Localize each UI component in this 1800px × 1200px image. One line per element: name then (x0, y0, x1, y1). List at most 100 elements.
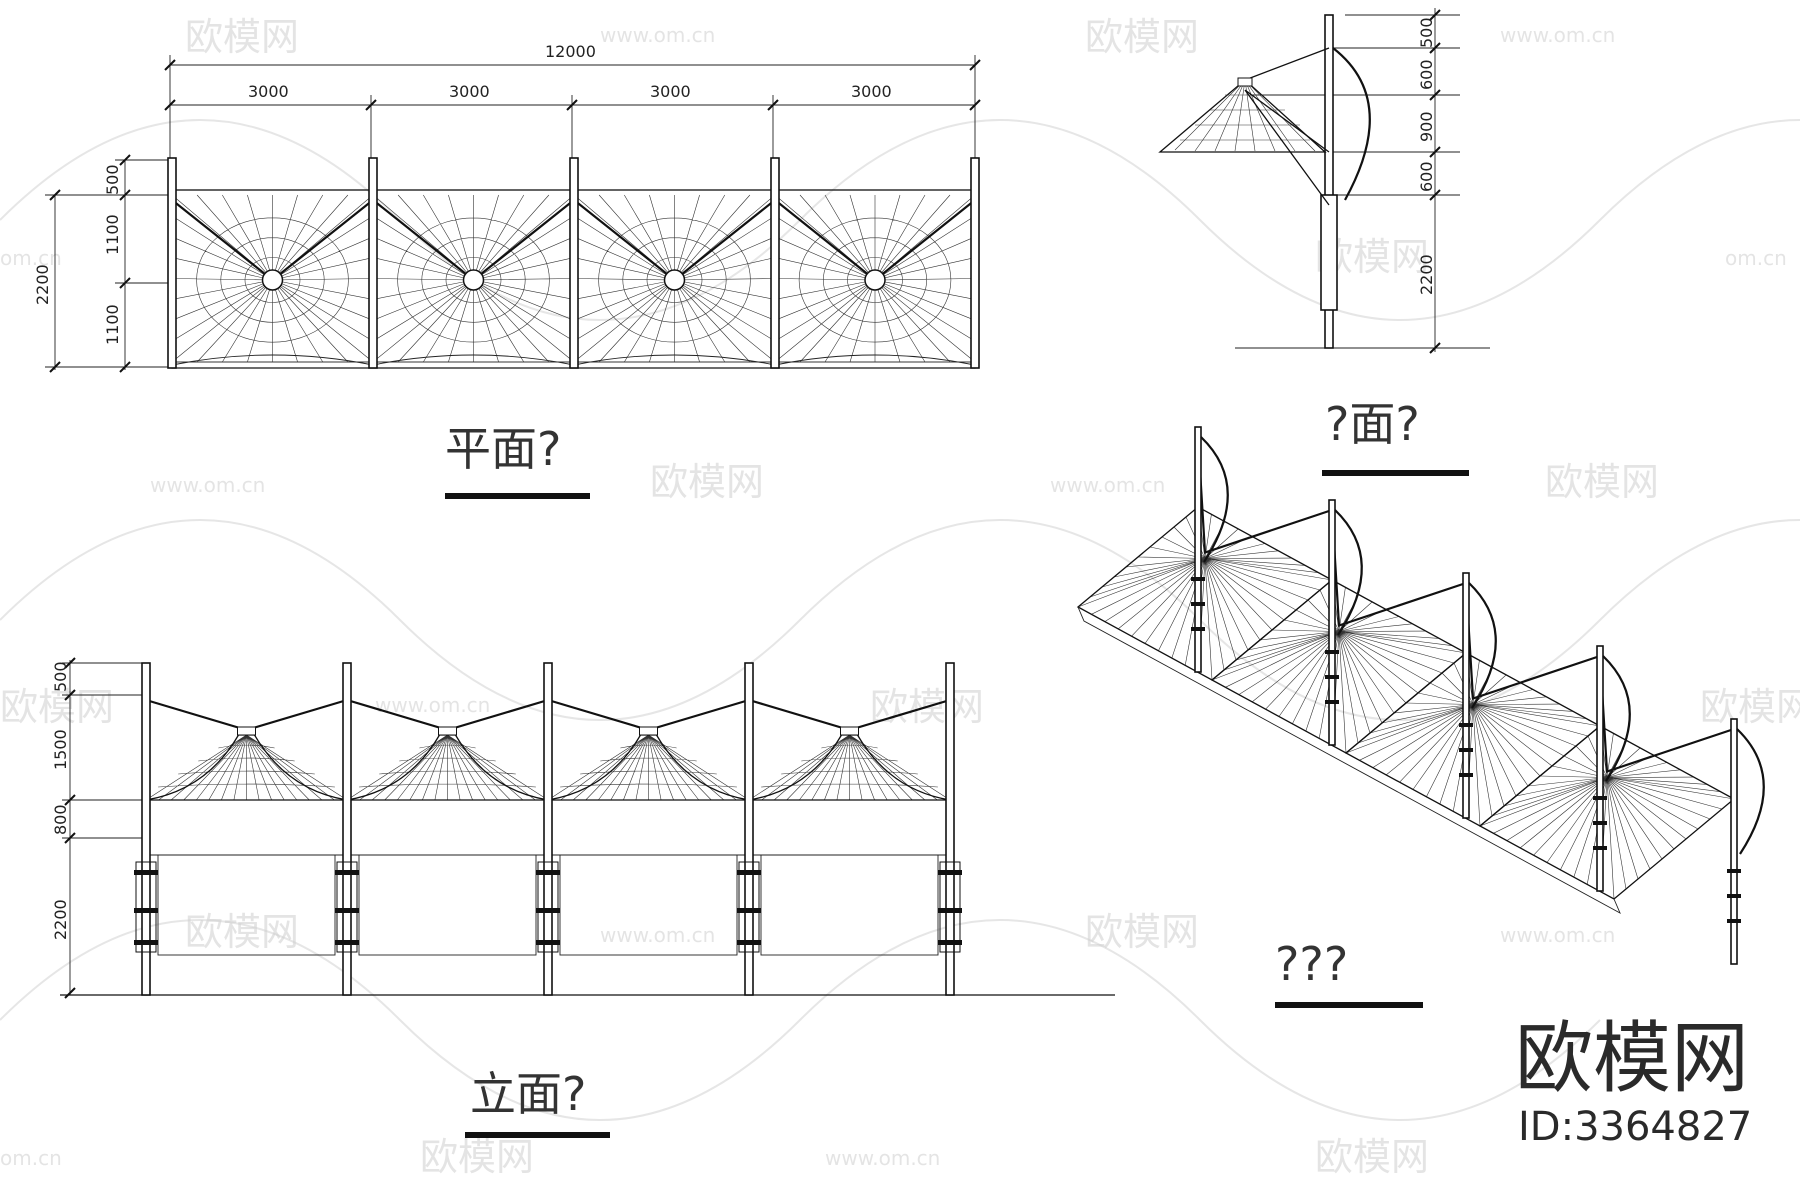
elevation-cap (840, 726, 859, 736)
elevation-clamp (134, 870, 158, 875)
plan-membrane-cap (462, 269, 485, 291)
brand-name: 欧模网 (1515, 1014, 1749, 1104)
watermark-logo: 欧模网 (1085, 910, 1199, 954)
elevation-cap (237, 726, 256, 736)
isometric-view: ??? (1076, 426, 1765, 1008)
plan-post (368, 157, 378, 369)
iso-membrane-mesh (1077, 506, 1333, 681)
watermark-url: om.cn (0, 1146, 62, 1170)
iso-clamp (1593, 821, 1607, 825)
side-post (1324, 14, 1334, 349)
iso-arch (1736, 728, 1765, 855)
elevation-clamp (536, 908, 560, 913)
iso-clamp (1727, 869, 1741, 873)
watermark-logo: 欧模网 (650, 460, 764, 504)
plan-title: 平面? (445, 422, 561, 476)
side-dim-3: 900 (1417, 111, 1436, 142)
iso-bay-outline (1344, 652, 1602, 827)
iso-clamp (1727, 919, 1741, 923)
side-post-sleeve (1320, 194, 1338, 311)
elevation-clamp (938, 940, 962, 945)
elevation-post (945, 662, 955, 996)
elevation-clamp (938, 908, 962, 913)
side-dim-1: 500 (1417, 17, 1436, 48)
iso-bay-outline (1076, 506, 1334, 681)
iso-bay-outline (1210, 579, 1468, 754)
plan-membrane-mesh (573, 194, 776, 363)
elevation-post-bracket (738, 861, 760, 953)
iso-membrane-mesh (1479, 725, 1735, 900)
watermark-logo: 欧模网 (185, 15, 299, 59)
iso-arch (1200, 436, 1229, 563)
elev-dim-1: 500 (51, 661, 70, 692)
plan-post (770, 157, 780, 369)
watermark-url: www.om.cn (825, 1146, 940, 1170)
plan-edge-curve (774, 354, 976, 366)
elevation-clamp (134, 908, 158, 913)
dim-left-3: 1100 (103, 304, 122, 345)
elevation-post (744, 662, 754, 996)
plan-edge-curve (573, 354, 776, 366)
watermark-logo: 欧模网 (1085, 15, 1199, 59)
elevation-clamp (536, 940, 560, 945)
elev-dim-4: 2200 (51, 899, 70, 940)
watermark-url: www.om.cn (1500, 923, 1615, 947)
iso-clamp (1459, 773, 1473, 777)
iso-front-edge (1077, 606, 1621, 915)
plan-edge-curve (372, 354, 575, 366)
plan-bays (167, 157, 980, 369)
side-dim-5: 2200 (1417, 254, 1436, 295)
plan-membrane-cap (663, 269, 686, 291)
elevation-post-bracket (135, 861, 157, 953)
watermark-logo: 欧模网 (185, 910, 299, 954)
plan-edge-curve (171, 354, 374, 366)
iso-clamp (1191, 602, 1205, 606)
iso-clamp (1459, 723, 1473, 727)
plan-post (167, 157, 177, 369)
watermark-url: om.cn (0, 246, 62, 270)
elevation-post-bracket (939, 861, 961, 953)
watermark-layer: 欧模网 欧模网 欧模网 欧模网 欧模网 欧模网 欧模网 欧模网 欧模网 欧模网 … (0, 15, 1800, 1179)
elevation-post (543, 662, 553, 996)
elevation-clamp (737, 870, 761, 875)
iso-clamp (1191, 627, 1205, 631)
plan-membrane-mesh (171, 194, 374, 363)
elevation-membrane-mesh (346, 734, 549, 801)
dim-bay-3: 3000 (650, 82, 691, 101)
elevation-post-bracket (336, 861, 358, 953)
brand-id: ID:3364827 (1518, 1104, 1752, 1150)
iso-post (1194, 426, 1202, 673)
dim-total: 12000 (545, 42, 596, 61)
elevation-cap (438, 726, 457, 736)
watermark-logo: 欧模网 (1315, 1135, 1429, 1179)
iso-arch (1334, 509, 1363, 636)
watermark-logo: 欧模网 (1545, 460, 1659, 504)
plan-post (970, 157, 980, 369)
elevation-clamp (134, 940, 158, 945)
dim-left-2: 1100 (103, 214, 122, 255)
plan-post (569, 157, 579, 369)
iso-post (1328, 499, 1336, 746)
side-title: ?面? (1325, 397, 1420, 451)
elevation-clamp (536, 870, 560, 875)
watermark-url: www.om.cn (1050, 473, 1165, 497)
elevation-dimensions: 500 1500 800 2200 (51, 657, 145, 999)
elevation-membrane-mesh (748, 734, 951, 801)
iso-arch (1602, 655, 1631, 782)
watermark-url: www.om.cn (600, 923, 715, 947)
elevation-view: 500 1500 800 2200 立面? (51, 657, 1115, 1138)
iso-clamp (1325, 675, 1339, 679)
elevation-membrane-mesh (145, 734, 348, 801)
iso-clamp (1325, 650, 1339, 654)
iso-post (1596, 645, 1604, 892)
watermark-logo: 欧模网 (1700, 685, 1800, 729)
iso-post (1462, 572, 1470, 819)
elevation-panel (358, 854, 537, 956)
plan-dimension-left: 2200 500 1100 1100 (33, 154, 170, 373)
iso-clamp (1593, 796, 1607, 800)
iso-membrane-mesh (1211, 579, 1467, 754)
dim-bay-1: 3000 (248, 82, 289, 101)
dim-left-total: 2200 (33, 264, 52, 305)
elevation-clamp (335, 908, 359, 913)
